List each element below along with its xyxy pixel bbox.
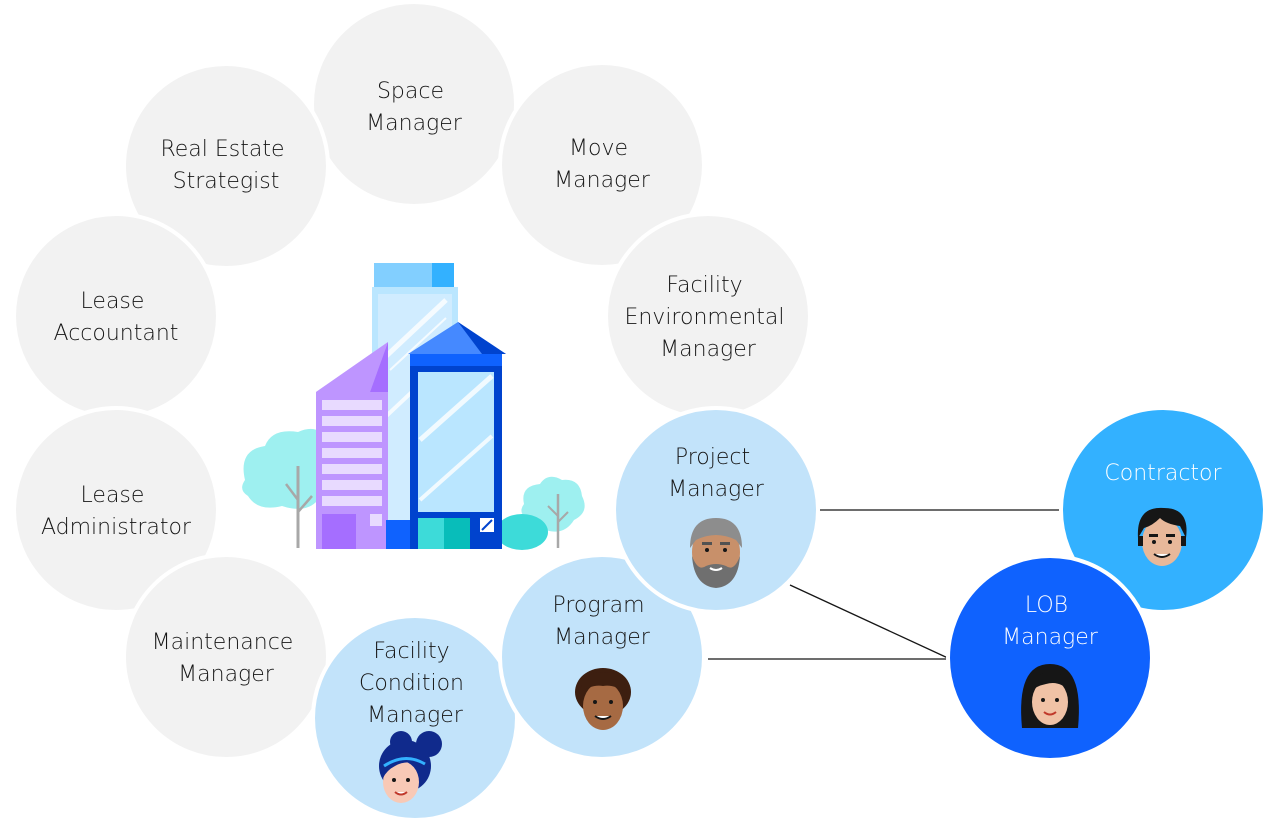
role-circle (122, 553, 330, 761)
role-label-line: Manager (668, 477, 765, 502)
svg-text:Project Manager: Project Manager (668, 445, 765, 502)
role-circle (946, 554, 1154, 762)
role-lob[interactable]: LOB Manager (946, 554, 1154, 762)
role-circle (498, 61, 706, 269)
role-label-line: Administrator (41, 515, 192, 540)
svg-text:Real Estate Strategist: Real Estate Strategist (160, 137, 291, 194)
role-label-line: Move (569, 136, 628, 161)
role-move[interactable]: Move Manager (498, 61, 706, 269)
role-lease-accountant[interactable]: Lease Accountant (12, 212, 220, 420)
long-haired-woman-avatar-icon (1021, 664, 1079, 728)
svg-text:Space Manager: Space Manager (366, 79, 463, 136)
role-label-line: Space (377, 79, 444, 104)
role-circle (612, 406, 820, 614)
role-label-line: Project (675, 445, 750, 470)
role-label-line: LOB (1025, 593, 1068, 618)
role-facility-condition[interactable]: Facility Condition Manager (311, 614, 519, 820)
svg-text:Move Manager: Move Manager (554, 136, 651, 193)
role-label-line: Program (552, 593, 644, 618)
role-circle (310, 0, 518, 208)
role-circle (498, 553, 706, 761)
role-label-line: Facility (666, 273, 742, 298)
svg-text:LOB Manager: LOB Manager (1002, 593, 1099, 650)
role-label-line: Environmental (624, 305, 784, 330)
svg-text:Program Manager: Program Manager (552, 593, 651, 650)
role-label-line: Accountant (54, 321, 179, 346)
role-facility-environmental[interactable]: Facility Environmental Manager (604, 212, 812, 420)
role-label-line: Contractor (1104, 461, 1222, 486)
role-label-line: Manager (366, 111, 463, 136)
svg-text:Maintenance Manager: Maintenance Manager (152, 630, 301, 687)
role-circle (12, 212, 220, 420)
role-label-line: Manager (178, 662, 275, 687)
role-label-line: Manager (367, 703, 464, 728)
role-label-line: Real Estate (160, 137, 284, 162)
role-label-line: Manager (660, 337, 757, 362)
role-label-line: Facility (373, 639, 449, 664)
role-label-line: Lease (81, 483, 145, 508)
role-real-estate[interactable]: Real Estate Strategist (122, 62, 330, 270)
role-program[interactable]: Program Manager (498, 553, 706, 761)
role-label-line: Lease (81, 289, 145, 314)
role-label-line: Maintenance (152, 630, 294, 655)
role-circle (12, 406, 220, 614)
connector-lines (708, 509, 1062, 660)
gray-bearded-man-avatar-icon (690, 518, 742, 588)
role-lease-administrator[interactable]: Lease Administrator (12, 406, 220, 614)
role-label-line: Condition (359, 671, 464, 696)
woman-with-bun-avatar-icon (379, 731, 442, 803)
role-label-line: Manager (1002, 625, 1099, 650)
svg-text:Contractor: Contractor (1104, 461, 1222, 486)
role-circle (122, 62, 330, 270)
role-label-line: Strategist (173, 169, 280, 194)
svg-text:Facility Condition: Facility Condition Manager (359, 639, 471, 728)
svg-text:Facility Environmental: Facility Environmental Manager (624, 273, 791, 362)
svg-text:Lease Accountant: Lease Accountant (54, 289, 179, 346)
role-label-line: Manager (554, 168, 651, 193)
role-project[interactable]: Project Manager (612, 406, 820, 614)
dark-haired-man-avatar-icon (1137, 507, 1187, 566)
role-label-line: Manager (554, 625, 651, 650)
connector-project-lob (789, 584, 951, 660)
office-building-icon (242, 263, 585, 550)
curly-haired-man-avatar-icon (575, 668, 631, 730)
role-circle (311, 614, 519, 820)
role-maintenance[interactable]: Maintenance Manager (122, 553, 330, 761)
role-contractor[interactable]: Contractor (1059, 406, 1266, 614)
role-space[interactable]: Space Manager (310, 0, 518, 208)
svg-text:Lease Administrator: Lease Administrator (41, 483, 192, 540)
